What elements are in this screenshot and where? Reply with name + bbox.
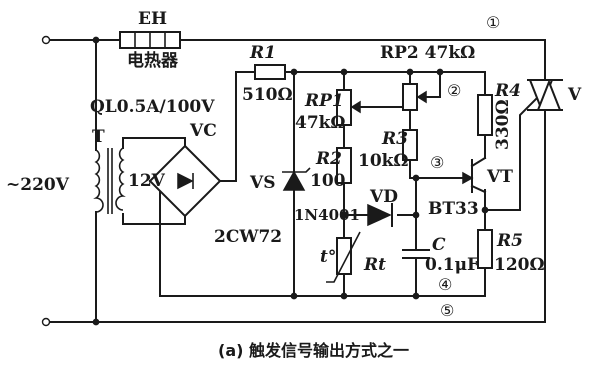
transformer-rating: QL0.5A/100V bbox=[90, 97, 215, 117]
node-2: ② bbox=[447, 81, 461, 100]
rp1-value: 47kΩ bbox=[295, 113, 346, 133]
diode-ref: VD bbox=[369, 187, 398, 207]
transistor-ref: VT bbox=[486, 167, 513, 187]
unijunction-transistor-vt bbox=[457, 156, 487, 194]
zener-ref: VS bbox=[249, 173, 275, 193]
component-labels: EH 电热器 R1 510Ω QL0.5A/100V T VC 12V VS 2… bbox=[6, 9, 582, 275]
heater-ref: EH bbox=[138, 9, 167, 29]
zener-part: 2CW72 bbox=[214, 227, 282, 247]
node-3: ③ bbox=[430, 153, 444, 172]
capacitor-value: 0.1μF bbox=[425, 255, 479, 275]
transformer-t bbox=[93, 147, 126, 214]
triac-ref: V bbox=[567, 85, 582, 105]
thermistor-symbol: t° bbox=[320, 247, 336, 267]
heater-name: 电热器 bbox=[127, 50, 179, 71]
transistor-part: BT33 bbox=[428, 199, 479, 219]
diode-vd bbox=[367, 203, 393, 227]
r5-ref: R5 bbox=[496, 231, 523, 251]
r3-value: 10kΩ bbox=[358, 151, 409, 171]
capacitor-ref: C bbox=[432, 235, 446, 255]
mains-label: ~220V bbox=[6, 175, 70, 195]
resistor-r5 bbox=[477, 229, 493, 269]
secondary-voltage: 12V bbox=[128, 171, 166, 191]
node-5: ⑤ bbox=[440, 301, 454, 320]
bridge-rectifier-vc bbox=[148, 144, 222, 218]
diode-part: 1N4001 bbox=[294, 206, 360, 224]
potentiometer-rp1 bbox=[336, 89, 361, 126]
r2-ref: R2 bbox=[315, 149, 342, 169]
r1-value: 510Ω bbox=[242, 85, 293, 105]
zener-diode-vs bbox=[282, 167, 311, 191]
node-4: ④ bbox=[438, 275, 452, 294]
rp2-label: RP2 47kΩ bbox=[380, 43, 475, 63]
node-1: ① bbox=[486, 13, 500, 32]
r3-ref: R3 bbox=[381, 129, 408, 149]
thermistor-ref: Rt bbox=[363, 255, 386, 275]
resistor-r3 bbox=[402, 129, 418, 161]
mains-terminals bbox=[41, 35, 51, 327]
resistor-r1-body bbox=[254, 64, 286, 80]
potentiometer-rp2 bbox=[402, 83, 427, 111]
resistor-r2 bbox=[336, 147, 352, 184]
resistor-r4 bbox=[477, 94, 493, 136]
r4-value: 330Ω bbox=[493, 99, 513, 150]
r4-ref: R4 bbox=[494, 81, 521, 101]
thermistor-rt bbox=[326, 231, 361, 283]
capacitor-c bbox=[402, 249, 430, 269]
junction-dots bbox=[92, 36, 489, 326]
r5-value: 120Ω bbox=[494, 255, 545, 275]
r1-ref: R1 bbox=[249, 43, 276, 63]
heater-eh bbox=[119, 31, 181, 49]
rp1-ref: RP1 bbox=[304, 91, 344, 111]
transformer-ref: T bbox=[92, 127, 105, 147]
node-markers: ① ② ③ ④ ⑤ bbox=[430, 13, 500, 320]
bridge-ref: VC bbox=[189, 121, 217, 141]
r2-value: 100 bbox=[310, 171, 346, 191]
figure-caption: (a) 触发信号输出方式之一 bbox=[218, 341, 409, 360]
triac-v bbox=[527, 79, 563, 111]
